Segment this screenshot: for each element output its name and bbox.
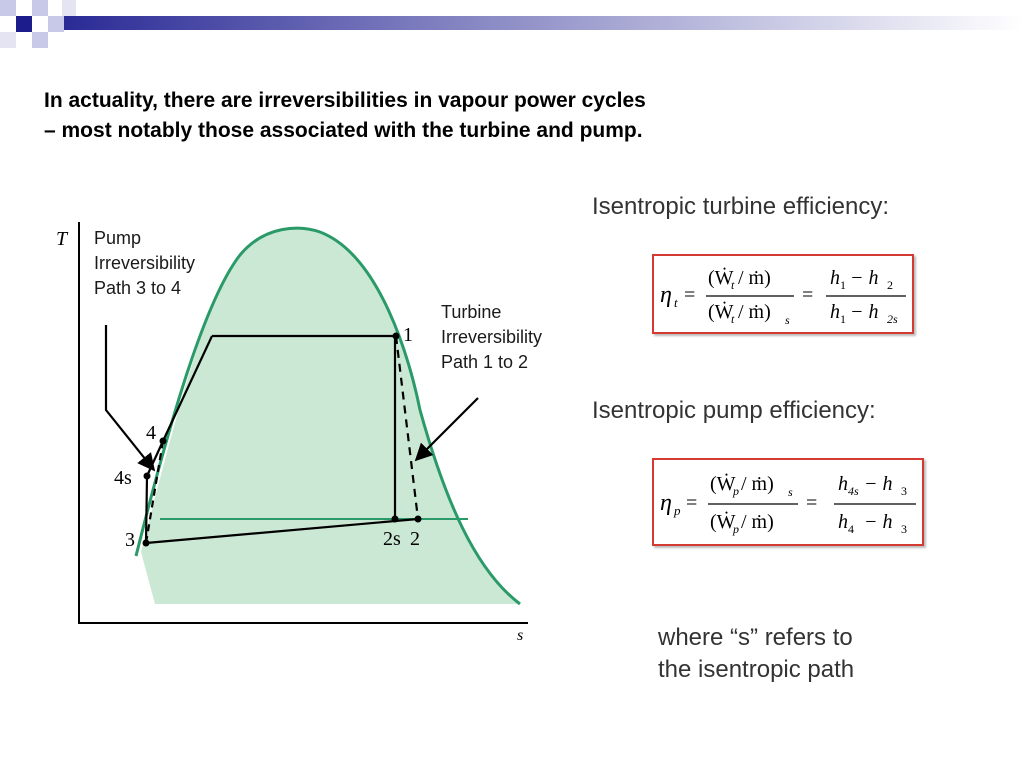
pump-equals-sign: = <box>686 492 697 514</box>
pump-den-right: h <box>838 511 848 533</box>
heading-line-2: – most notably those associated with the… <box>44 119 643 142</box>
state-point-2s <box>391 515 399 523</box>
point-label-2s: 2s <box>383 528 401 550</box>
turbine-label-line-1: Turbine <box>441 302 501 322</box>
turbine-den-left-outer-sub: s <box>785 313 790 327</box>
turbine-den-left-sub: t <box>731 312 735 326</box>
pump-num-left: (Ẇ <box>710 472 736 495</box>
turbine-efficiency-equation: η t = (Ẇ t / ṁ) (Ẇ t / ṁ) s = h 1 − h 2 … <box>652 254 914 334</box>
turbine-equation-graphic: η t = (Ẇ t / ṁ) (Ẇ t / ṁ) s = h 1 − h 2 … <box>660 266 906 327</box>
pump-efficiency-title: Isentropic pump efficiency: <box>592 397 876 424</box>
point-label-3: 3 <box>125 529 135 551</box>
pump-den-left: (Ẇ <box>710 510 736 533</box>
heading-line-1: In actuality, there are irreversibilitie… <box>44 89 646 112</box>
state-point-2 <box>414 515 422 523</box>
turbine-num-right: h <box>830 267 840 289</box>
turbine-den-left-tail: / ṁ) <box>738 301 771 323</box>
state-point-4s <box>143 472 151 480</box>
turbine-label-line-3: Path 1 to 2 <box>441 352 528 372</box>
pump-equals-sign-2: = <box>806 492 817 514</box>
pump-num-left-outer-sub: s <box>788 485 793 499</box>
note-line-1: where “s” refers to <box>658 624 853 651</box>
turbine-den-right-sub1: 1 <box>840 312 846 326</box>
eta-subscript: t <box>674 295 678 310</box>
turbine-num-right-sub2: 2 <box>887 278 893 292</box>
pump-den-left-tail: / ṁ) <box>741 511 774 533</box>
pump-equation-graphic: η p = (Ẇ p / ṁ) s (Ẇ p / ṁ) = h 4s − h 3… <box>660 472 916 536</box>
note-line-2: the isentropic path <box>658 656 855 683</box>
turbine-efficiency-title: Isentropic turbine efficiency: <box>592 193 890 220</box>
turbine-den-right: h <box>830 301 840 323</box>
turbine-den-right-sub2: 2s <box>887 312 898 326</box>
dome-outline <box>134 226 521 606</box>
turbine-num-left-sub: t <box>731 278 735 292</box>
equals-sign-2: = <box>802 284 813 306</box>
pump-num-right-sub1: 4s <box>848 484 859 498</box>
saturation-dome <box>141 228 520 604</box>
turbine-den-left: (Ẇ <box>708 300 734 323</box>
slide-header-decoration <box>0 0 1024 48</box>
pump-den-right-sub2: 3 <box>901 522 907 536</box>
point-label-1: 1 <box>403 324 413 346</box>
pump-label-line-3: Path 3 to 4 <box>94 278 181 298</box>
axis-label-t: T <box>56 228 69 250</box>
pump-pointer <box>104 325 156 472</box>
turbine-num-left-tail: / ṁ) <box>738 267 771 289</box>
point-label-4s: 4s <box>114 467 132 489</box>
pump-den-right-sub1: 4 <box>848 522 854 536</box>
state-point-3 <box>142 539 150 547</box>
pump-den-left-sub: p <box>732 522 739 536</box>
point-label-4: 4 <box>146 422 156 444</box>
eta-p-subscript: p <box>673 503 681 518</box>
turbine-label-line-2: Irreversibility <box>441 327 542 347</box>
eta-symbol: η <box>660 282 672 308</box>
point-label-2: 2 <box>410 528 420 550</box>
equals-sign: = <box>684 284 695 306</box>
turbine-pointer <box>414 397 479 462</box>
axis-label-s: s <box>517 627 523 644</box>
pump-num-right-sub2: 3 <box>901 484 907 498</box>
turbine-num-left: (Ẇ <box>708 266 734 289</box>
pump-num-left-tail: / ṁ) <box>741 473 774 495</box>
actual-pump-path <box>144 440 165 544</box>
pump-label-line-1: Pump <box>94 228 141 248</box>
turbine-num-right-sub1: 1 <box>840 278 846 292</box>
eta-p-symbol: η <box>660 490 672 516</box>
actual-turbine-path <box>394 335 420 520</box>
pump-num-right-mid: − h <box>864 473 893 495</box>
pump-num-left-sub: p <box>732 484 739 498</box>
isentropic-note: where “s” refers to the isentropic path <box>658 622 854 686</box>
state-point-1 <box>392 332 400 340</box>
pump-label-line-2: Irreversibility <box>94 253 195 273</box>
isentropic-pump-line <box>144 475 149 544</box>
pump-num-right: h <box>838 473 848 495</box>
pump-den-right-mid: − h <box>864 511 893 533</box>
turbine-den-right-mid: − h <box>850 301 879 323</box>
state-point-4 <box>159 437 167 445</box>
slide-heading: In actuality, there are irreversibilitie… <box>44 86 804 146</box>
boiler-heating-line <box>162 335 213 442</box>
pump-efficiency-equation: η p = (Ẇ p / ṁ) s (Ẇ p / ṁ) = h 4s − h 3… <box>652 458 924 546</box>
turbine-num-right-mid: − h <box>850 267 879 289</box>
condensation-line <box>145 517 419 545</box>
ts-diagram: T s 1 4 4s 3 2s 2 Pump Irreversibility P… <box>56 222 542 644</box>
